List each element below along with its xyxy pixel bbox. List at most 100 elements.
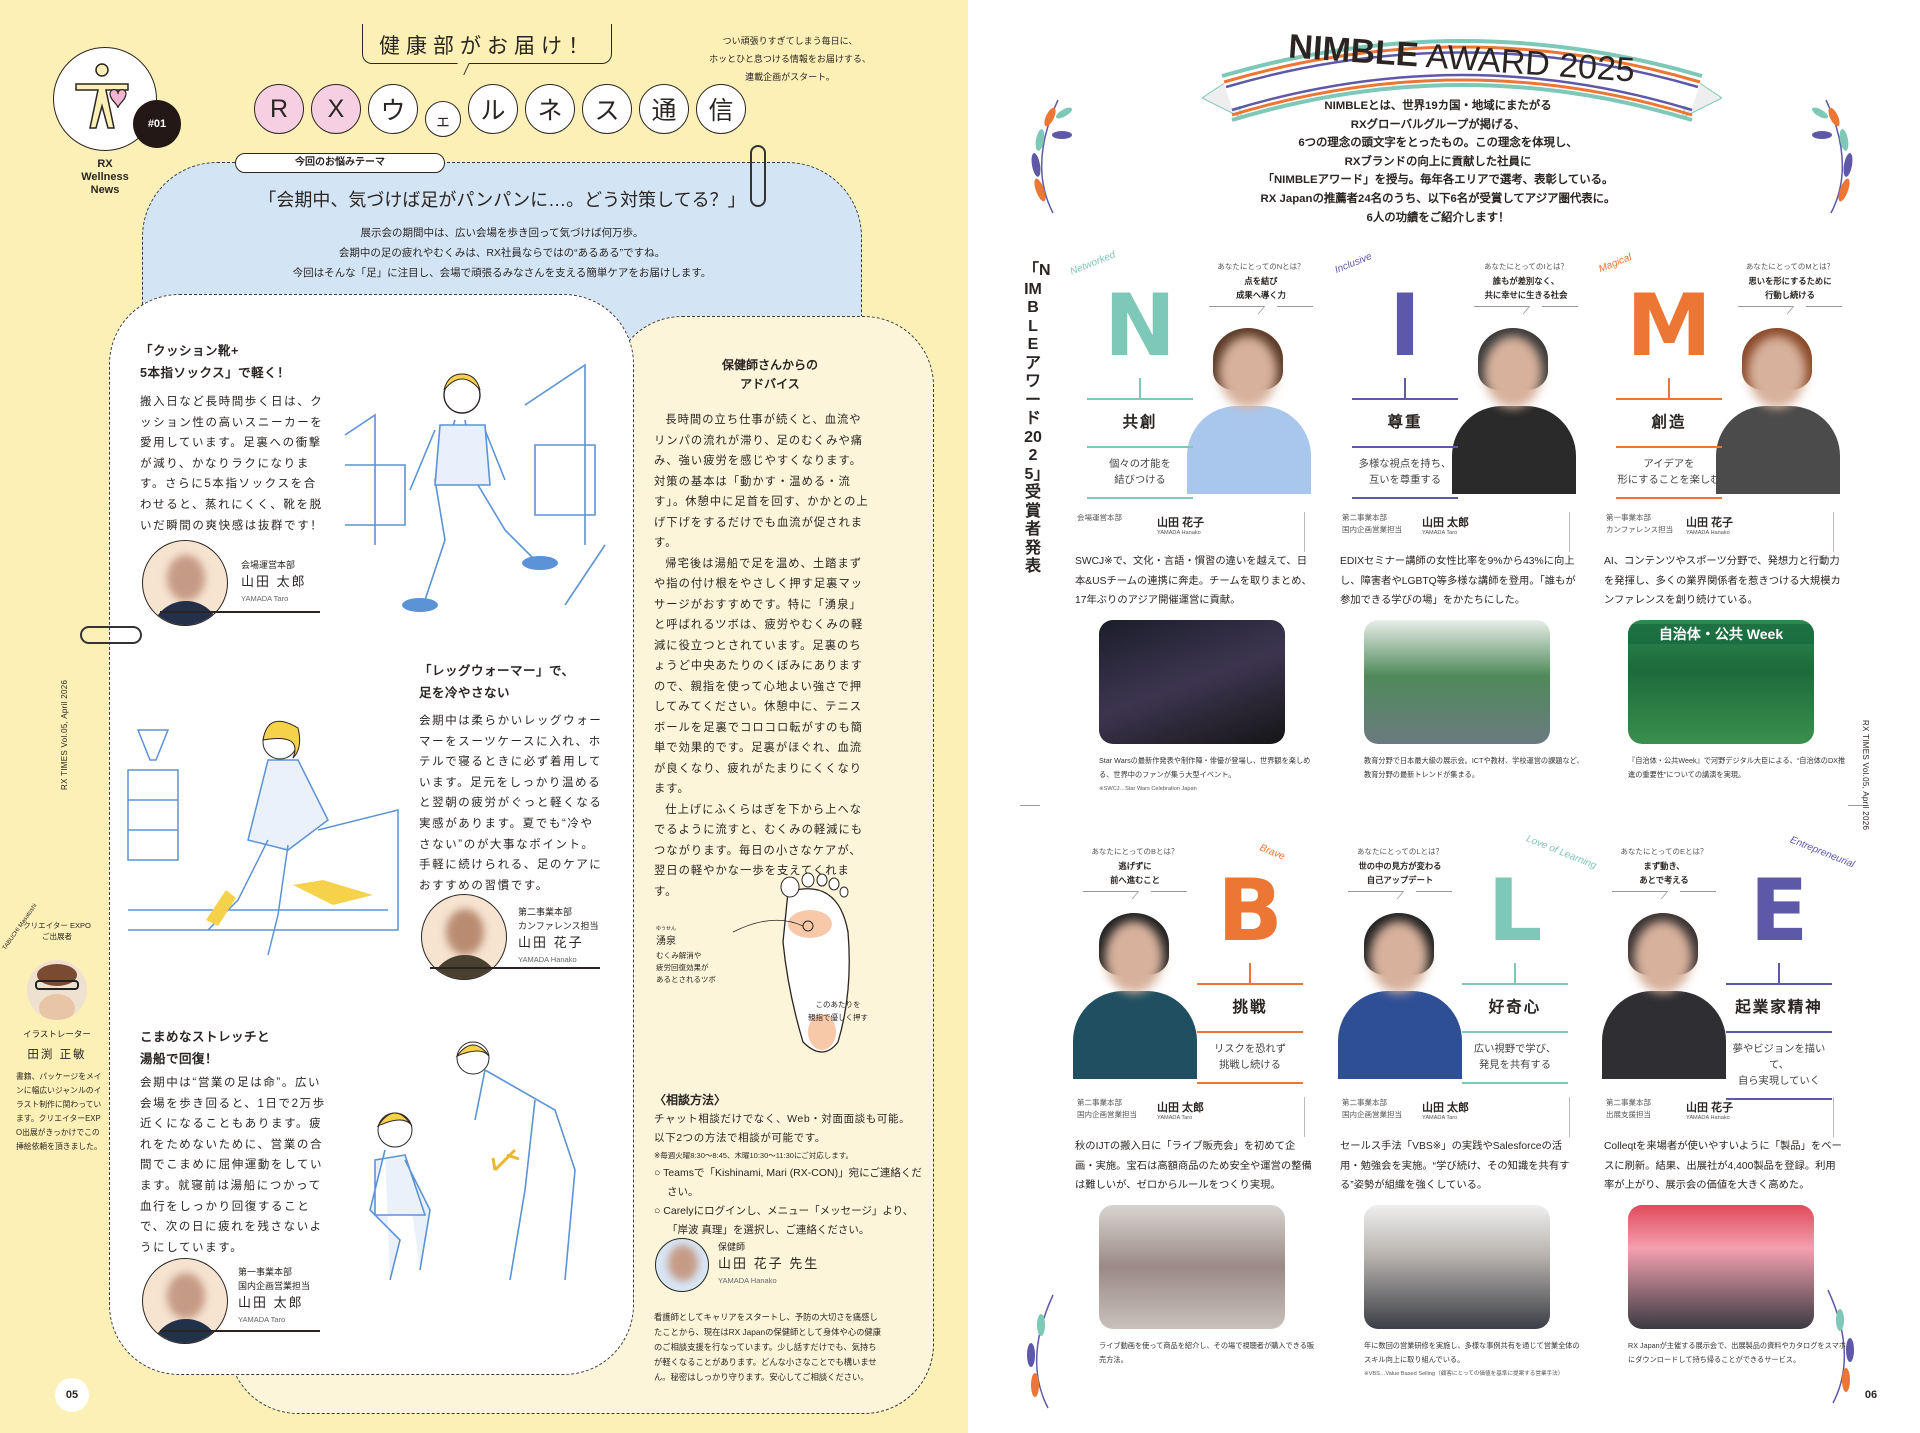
- winner-dept: 第一事業本部 カンファレンス担当: [1606, 513, 1674, 534]
- portrait-photo: [1334, 907, 1466, 1079]
- nurse-role: 保健師: [718, 1242, 746, 1252]
- value-column: L 好奇心 広い視野で学び、 発見を共有する: [1462, 868, 1568, 1084]
- value-column: E 起業家精神 夢やビジョンを描いて、 自ら実現していく: [1726, 861, 1832, 1100]
- title-char: ス: [582, 84, 632, 134]
- consult-lines: チャット相談だけでなく、Web・対面面談も可能。 以下2つの方法で相談が可能です…: [654, 1113, 911, 1144]
- winner-romaji: YAMADA Hanako: [1157, 530, 1201, 536]
- nurse-name: 山田 花子 先生: [718, 1256, 820, 1271]
- question: あなたにとってのMとは？: [1745, 262, 1835, 271]
- event-caption: RX Japanが主催する展示会で、出展製品の資料やカタログをスマホにダウンロー…: [1628, 1341, 1846, 1364]
- divider: [1462, 1082, 1568, 1084]
- award-value-desc: アイデアを 形にすることを楽しむ: [1617, 459, 1721, 486]
- divider: [1197, 1031, 1303, 1033]
- winner-byline: 会場運営本部 山田 花子 YAMADA Hanako: [1075, 512, 1305, 552]
- consult-title: 〈相談方法〉: [654, 1093, 727, 1107]
- acupoint-name: 湧泉: [656, 936, 676, 947]
- advice-title: 保健師さんからの アドバイス: [721, 358, 818, 391]
- tip-body: 会期中は“営業の足は命”。広い会場を歩き回ると、1日で2万歩近くになることもあり…: [140, 1077, 326, 1254]
- award-value-desc: 広い視野で学び、 発見を共有する: [1473, 1044, 1557, 1071]
- title-char: ェ: [425, 101, 461, 137]
- event-photo: 自治体・公共 Week: [1628, 620, 1814, 744]
- portrait-photo: [1598, 907, 1730, 1079]
- header-bubble: 健康部がお届け！: [362, 24, 612, 64]
- question: あなたにとってのLとは？: [1356, 847, 1444, 856]
- acupoint-ruby: ゆうせん: [656, 926, 677, 932]
- value-column: N 共創 個々の才能を 結びつける: [1087, 283, 1193, 499]
- divider: [1087, 446, 1193, 448]
- divider: [160, 611, 320, 613]
- theme-description: 展示会の期間中は、広い会場を歩き回って気づけば何万歩。 会期中の足の疲れやむくみ…: [292, 227, 712, 279]
- option-text: Carelyにログインし、メニュー「メッセージ」より、「岸波 真理」を選択し、ご…: [663, 1205, 914, 1236]
- divider: [1352, 497, 1458, 499]
- award-keyword: Inclusive: [1333, 251, 1374, 276]
- laurel-left-icon: [1031, 99, 1072, 214]
- award-value-desc: 多様な視点を持ち、 互いを尊重する: [1358, 459, 1452, 486]
- connector-line: [1514, 963, 1516, 983]
- tip-person: 第一事業本部 国内企画営業担当 山田 太郎 YAMADA Taro: [238, 1265, 310, 1327]
- divider: [430, 967, 600, 969]
- acupoint-desc: むくみ解消や 疲労回復効果が あるとされるツボ: [656, 951, 716, 984]
- connector-line: [1778, 963, 1780, 983]
- winner-name: 山田 花子: [1686, 517, 1734, 529]
- footnote: ※SWCJ…Star Wars Celebration Japan: [1099, 786, 1197, 792]
- creator-label: クリエイター EXPO ご出展者: [23, 921, 91, 941]
- avatar: [142, 540, 228, 626]
- winner-romaji: YAMADA Taro: [1422, 1115, 1458, 1121]
- issue-badge: #01: [133, 100, 181, 148]
- winner-dept: 第二事業本部 国内企画営業担当: [1342, 513, 1402, 534]
- connector-line: [1668, 378, 1670, 398]
- bubble-tail: [452, 63, 470, 75]
- row-divider: [1848, 805, 1868, 806]
- title-char: ウ: [368, 84, 418, 134]
- winner-dept: 会場運営本部: [1077, 513, 1122, 522]
- laurel-bottom-left-icon: [1027, 1294, 1054, 1409]
- right-page-nimble-award: NIMBLE AWARD 2025 NIMBLEとは、世界19カ国・地域にまたが…: [968, 0, 1920, 1433]
- divider: [1352, 398, 1458, 400]
- page-number: 06: [1854, 1378, 1888, 1412]
- tip-title: 「レッグウォーマー」で、 足を冷やさない: [419, 664, 575, 700]
- value-column: M 創造 アイデアを 形にすることを楽しむ: [1616, 283, 1722, 499]
- vertical-section-title: 「NIMBLEアワード2025」受賞者発表: [1023, 262, 1051, 575]
- divider: [160, 1330, 320, 1332]
- award-letter: E: [1749, 861, 1809, 961]
- press-note: このあたりを 親指で優しく押す: [808, 1000, 868, 1022]
- creator-avatar: [27, 960, 87, 1020]
- divider: [1352, 446, 1458, 448]
- person-romaji: YAMADA Taro: [241, 594, 289, 603]
- question-bubble: あなたにとってのBとは？ 逃げずに 前へ進むこと: [1075, 845, 1195, 899]
- left-page-wellness: #01 RX Wellness News 健康部がお届け！ つい頑張りすぎてしま…: [0, 0, 968, 1433]
- question: あなたにとってのBとは？: [1091, 847, 1179, 856]
- winner-byline: 第二事業本部 出展支援担当 山田 花子 YAMADA Hanako: [1604, 1097, 1834, 1137]
- speech-tail: [1738, 306, 1842, 314]
- person-romaji: YAMADA Hanako: [518, 955, 577, 964]
- title-char: ル: [468, 84, 518, 134]
- winner-achievement: SWCJ※で、文化・言語・慣習の違いを越えて、日本&USチームの連携に奔走。チー…: [1075, 556, 1312, 606]
- value-column: I 尊重 多様な視点を持ち、 互いを尊重する: [1352, 283, 1458, 499]
- question-bubble: あなたにとってのLとは？ 世の中の見方が変わる 自己アップデート: [1340, 845, 1460, 899]
- title-char: 通: [639, 84, 689, 134]
- tip-body: 会期中は柔らかいレッグウォーマーをスーツケースに入れ、ホテルで寝るときに必ず着用…: [419, 715, 603, 892]
- divider: [1726, 983, 1832, 985]
- series-intro: つい頑張りすぎてしまう毎日に、 ホッとひと息つける情報をお届けする、 連載企画が…: [709, 36, 871, 82]
- question: あなたにとってのIとは？: [1484, 262, 1568, 271]
- wellness-logo: [53, 47, 157, 151]
- creator-bio: 書籍、パッケージをメインに幅広いジャンルのイラスト制作に関わっています。クリエイ…: [16, 1072, 102, 1151]
- award-value: 挑戦: [1232, 999, 1268, 1016]
- nurse-romaji: YAMADA Hanako: [718, 1276, 777, 1285]
- event-caption: 教育分野で日本最大級の展示会。ICTや教材、学校運営の課題など、教育分野の最新ト…: [1364, 756, 1584, 779]
- answer: 思いを形にするために 行動し続ける: [1748, 276, 1832, 300]
- laurel-bottom-right-icon: [1827, 1289, 1854, 1404]
- advice-paragraph: 帰宅後は湯船で足を温め、土踏まずや指の付け根をやさしく押す足裏マッサージがおすす…: [654, 557, 864, 796]
- winner-achievement: AI、コンテンツやスポーツ分野で、発想力と行動力を発揮し、多くの業界関係者を惹き…: [1604, 556, 1841, 606]
- creator-role: イラストレーター: [23, 1029, 91, 1039]
- winner-romaji: YAMADA Hanako: [1686, 530, 1730, 536]
- event-photo: [1364, 1205, 1550, 1329]
- winner-achievement: EDIXセミナー講師の女性比率を9%から43%に向上し、障害者やLGBTQ等多様…: [1340, 556, 1576, 606]
- tip-body: 搬入日など長時間歩く日は、クッション性の高いスニーカーを愛用しています。足裏への…: [140, 396, 324, 532]
- avatar: [142, 1258, 228, 1344]
- foot-sole-illustration: [732, 872, 850, 1053]
- question-bubble: あなたにとってのEとは？ まず動き、 あとで考える: [1604, 845, 1724, 899]
- folio: RX TIMES Vol.05, April 2026: [60, 679, 69, 790]
- winner-dept: 第二事業本部 国内企画営業担当: [1342, 1098, 1402, 1119]
- laurel-right-icon: [1812, 99, 1853, 214]
